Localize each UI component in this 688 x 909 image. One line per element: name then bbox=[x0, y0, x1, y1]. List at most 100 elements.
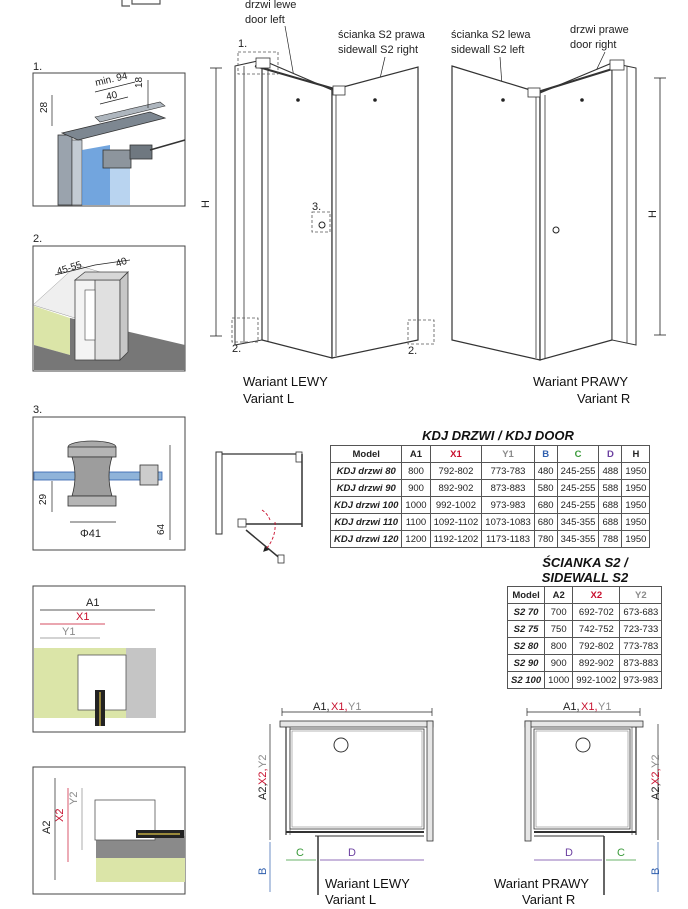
table-cell: 1100 bbox=[401, 513, 431, 531]
table-cell: S2 80 bbox=[506, 637, 546, 655]
door-table-wrap: Model A1 X1 Y1 B C D H KDJ drzwi 80 800 … bbox=[329, 445, 651, 548]
door-th-d: D bbox=[598, 445, 623, 463]
table-row: S2 80 800 792-802 773-783 bbox=[506, 637, 663, 655]
table-cell: KDJ drzwi 100 bbox=[329, 496, 403, 514]
table-cell: 480 bbox=[533, 462, 558, 480]
table-cell: KDJ drzwi 90 bbox=[329, 479, 403, 497]
table-cell: S2 90 bbox=[506, 654, 546, 672]
table-cell: 773-783 bbox=[619, 637, 663, 655]
door-th-c: C bbox=[556, 445, 600, 463]
table-cell: 780 bbox=[533, 530, 558, 548]
plan-variant-left-en: Variant L bbox=[325, 892, 376, 907]
table-cell: 873-883 bbox=[619, 654, 663, 672]
sw-th-x2: X2 bbox=[572, 586, 621, 604]
sw-th-a2: A2 bbox=[544, 586, 574, 604]
table-cell: 973-983 bbox=[481, 496, 535, 514]
dim-29: 29 bbox=[38, 493, 49, 505]
table-cell: 692-702 bbox=[572, 603, 621, 621]
table-cell: 742-752 bbox=[572, 620, 621, 638]
table-cell: KDJ drzwi 80 bbox=[329, 462, 403, 480]
door-table-title: KDJ DRZWI / KDJ DOOR bbox=[422, 428, 574, 443]
plan-right-c: C bbox=[617, 847, 625, 859]
door-th-a1: A1 bbox=[401, 445, 431, 463]
plan-right-b: B bbox=[650, 868, 662, 875]
h-right: H bbox=[647, 210, 659, 218]
plan-left-c: C bbox=[296, 847, 304, 859]
door-th-h: H bbox=[621, 445, 651, 463]
table-cell: 345-355 bbox=[556, 530, 600, 548]
detail-x1: A1 X1 Y1 bbox=[32, 585, 186, 733]
table-cell: 800 bbox=[544, 637, 574, 655]
plan-left-a1: A1, bbox=[313, 701, 330, 713]
table-cell: 673-683 bbox=[619, 603, 663, 621]
table-cell: 688 bbox=[598, 496, 623, 514]
table-row: KDJ drzwi 100 1000 992-1002 973-983 680 … bbox=[329, 496, 651, 514]
sw-th-y2: Y2 bbox=[619, 586, 663, 604]
table-cell: 900 bbox=[544, 654, 574, 672]
plan-right-a2: A2, bbox=[650, 783, 662, 800]
plan-left-a2: A2, bbox=[257, 783, 269, 800]
variant-right-en: Variant R bbox=[577, 391, 630, 406]
table-cell: 992-1002 bbox=[429, 496, 483, 514]
detail-1-number: 1. bbox=[33, 61, 42, 73]
marker-2-left-b: 2. bbox=[408, 345, 417, 357]
h-left: H bbox=[200, 200, 212, 208]
table-row: S2 70 700 692-702 673-683 bbox=[506, 603, 663, 621]
table-cell: S2 75 bbox=[506, 620, 546, 638]
table-cell: 1950 bbox=[621, 479, 651, 497]
table-cell: 700 bbox=[544, 603, 574, 621]
plan-variant-left-pl: Wariant LEWY bbox=[325, 876, 410, 891]
plan-left-x1: X1, bbox=[331, 701, 348, 713]
detail-3: 3. 29 Φ41 64 bbox=[32, 404, 186, 551]
table-cell: 245-255 bbox=[556, 462, 600, 480]
table-cell: 723-733 bbox=[619, 620, 663, 638]
marker-1-left: 1. bbox=[238, 38, 247, 50]
sidewall-right-label-pl: ścianka S2 prawa bbox=[338, 29, 426, 41]
sidewall-left-label-pl: ścianka S2 lewa bbox=[451, 29, 531, 41]
plan-variant-right-en: Variant R bbox=[522, 892, 575, 907]
table-cell: 892-902 bbox=[572, 654, 621, 672]
table-cell: 992-1002 bbox=[572, 671, 621, 689]
table-cell: 1173-1183 bbox=[481, 530, 535, 548]
table-cell: 792-802 bbox=[572, 637, 621, 655]
table-cell: KDJ drzwi 110 bbox=[329, 513, 403, 531]
detail-2: 2. 45-55 40 bbox=[32, 233, 186, 372]
dim-40b: 40 bbox=[115, 256, 129, 270]
sw-th-model: Model bbox=[506, 586, 546, 604]
sidewall-title-line2: SIDEWALL S2 bbox=[541, 570, 629, 585]
x2-detail-a2: A2 bbox=[41, 821, 53, 834]
table-row: KDJ drzwi 80 800 792-802 773-783 480 245… bbox=[329, 462, 651, 480]
table-cell: 1950 bbox=[621, 530, 651, 548]
variant-right-pl: Wariant PRAWY bbox=[533, 374, 628, 389]
x2-detail-x2: X2 bbox=[54, 809, 66, 822]
table-cell: 1950 bbox=[621, 462, 651, 480]
table-cell: 1192-1202 bbox=[429, 530, 483, 548]
plan-right: A1, X1, Y1 A2, X2, Y2 B D C Wariant PRAW… bbox=[494, 701, 662, 907]
plan-left-y1: Y1 bbox=[348, 701, 361, 713]
plan-right-a1: A1, bbox=[563, 701, 580, 713]
variant-left-en: Variant L bbox=[243, 391, 294, 406]
table-cell: 1092-1102 bbox=[429, 513, 483, 531]
table-cell: 1000 bbox=[401, 496, 431, 514]
plan-variant-right-pl: Wariant PRAWY bbox=[494, 876, 589, 891]
table-cell: 892-902 bbox=[429, 479, 483, 497]
elevation-right: ścianka S2 lewa sidewall S2 left drzwi p… bbox=[451, 24, 666, 406]
sidewall-table-wrap: Model A2 X2 Y2 S2 70 700 692-702 673-683… bbox=[506, 586, 663, 689]
dim-40: 40 bbox=[105, 90, 119, 103]
sidewall-table-title: ŚCIANKA S2 / SIDEWALL S2 bbox=[505, 555, 665, 585]
table-cell: 873-883 bbox=[481, 479, 535, 497]
table-row: KDJ drzwi 120 1200 1192-1202 1173-1183 7… bbox=[329, 530, 651, 548]
dim-18: 18 bbox=[134, 76, 145, 88]
marker-3-left: 3. bbox=[312, 201, 321, 213]
plan-right-y1: Y1 bbox=[598, 701, 611, 713]
detail-3-number: 3. bbox=[33, 404, 42, 416]
dim-28: 28 bbox=[39, 101, 50, 113]
x1-detail-y1: Y1 bbox=[62, 626, 75, 638]
dim-64: 64 bbox=[156, 523, 167, 535]
door-th-x1: X1 bbox=[429, 445, 483, 463]
plan-left-x2: X2, bbox=[257, 768, 269, 785]
sidewall-table-header: Model A2 X2 Y2 bbox=[506, 586, 663, 604]
table-cell: 750 bbox=[544, 620, 574, 638]
plan-left-y2: Y2 bbox=[257, 755, 269, 768]
